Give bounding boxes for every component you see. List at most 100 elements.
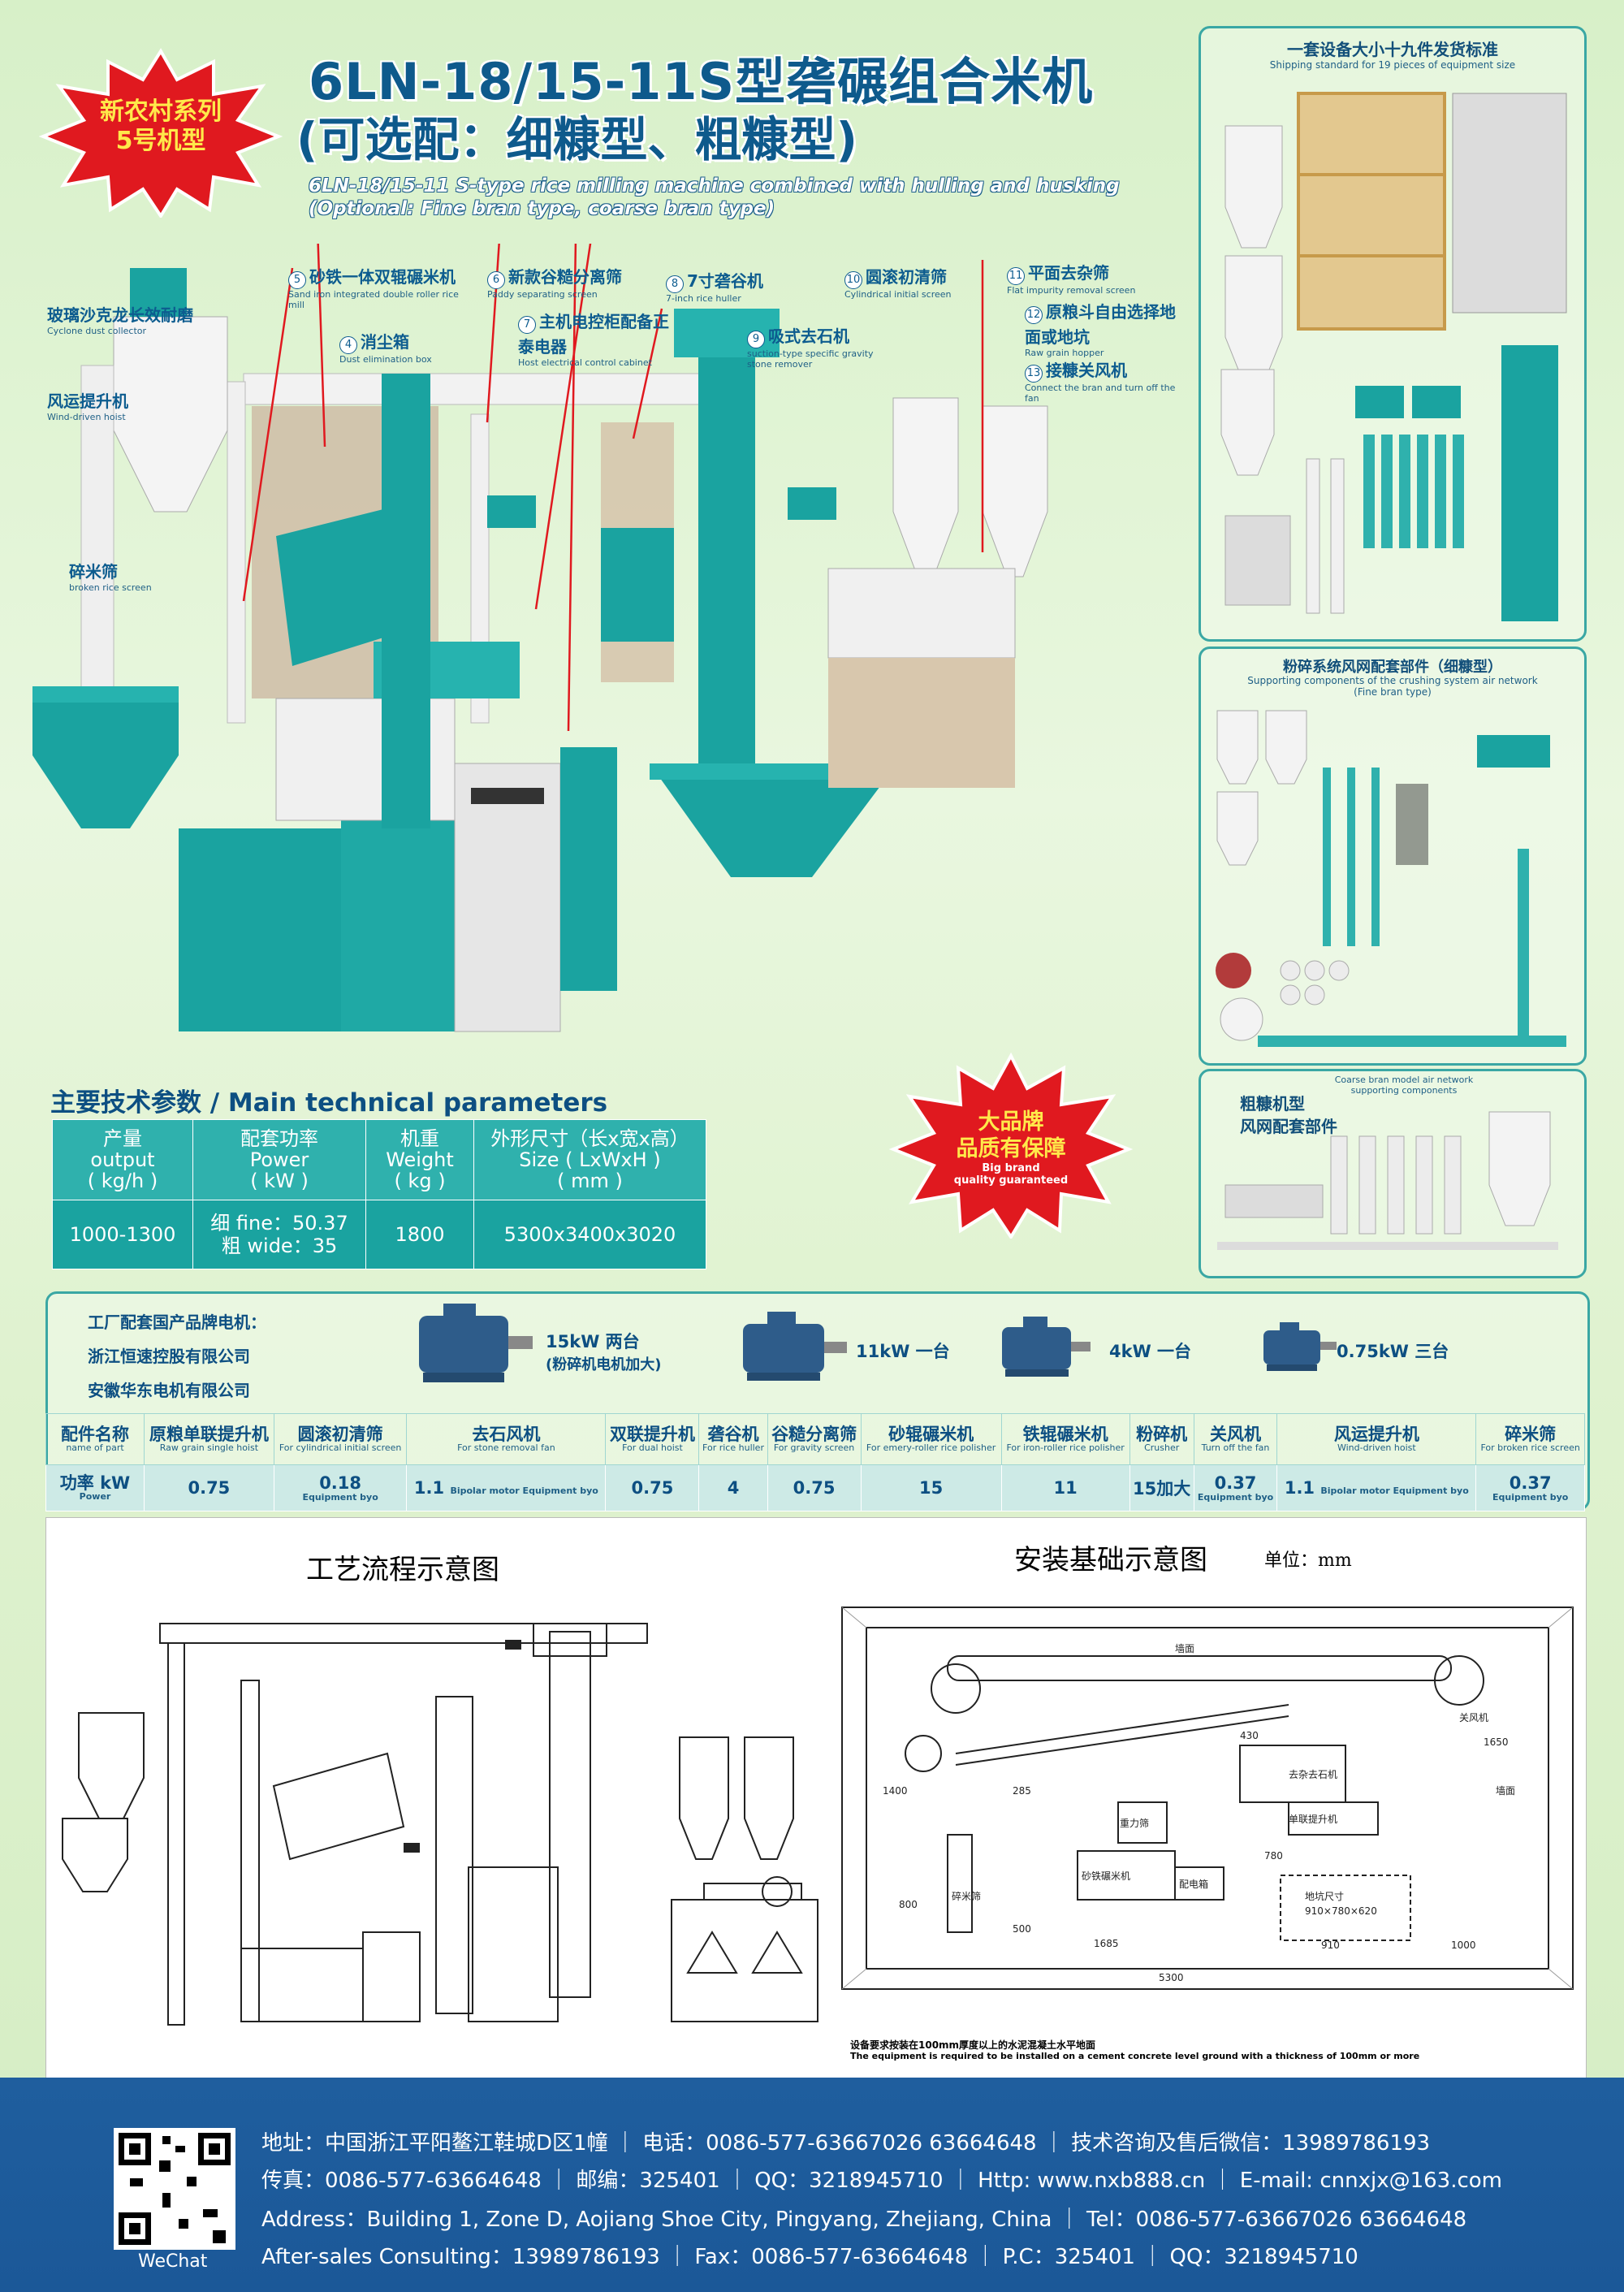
footer-line2: 传真：0086-577-63664648 ｜ 邮编：325401 ｜ QQ：32… [261, 2169, 1502, 2193]
param-header-size: 外形尺寸（长x宽x高）Size ( LxWxH )( mm ) [473, 1119, 706, 1200]
param-weight: 1800 [365, 1200, 474, 1269]
wechat-label: WeChat [138, 2251, 208, 2272]
footer [0, 2078, 1624, 2292]
dim-text: 1650 [1484, 1736, 1509, 1748]
crushing-subtitle: Supporting components of the crushing sy… [1247, 675, 1538, 686]
part-power: 0.75 [144, 1464, 274, 1511]
machine-illustration [32, 244, 1048, 1032]
part-power: 0.75 [767, 1464, 862, 1511]
footer-line3: Address：Building 1, Zone D, Aojiang Shoe… [261, 2208, 1467, 2232]
crushing-title: 粉碎系统风网配套部件（细糠型） [1283, 659, 1502, 676]
dim-text: 关风机 [1459, 1712, 1488, 1723]
dim-text: 800 [899, 1899, 918, 1910]
title-english: 6LN-18/15-11 S-type rice milling machine… [309, 175, 1120, 220]
crushing-parts-photo [1216, 710, 1566, 1047]
title-line1: 6LN-18/15-11S型砻碾组合米机 [309, 52, 1094, 111]
badge-line2: 5号机型 [115, 127, 206, 155]
brand-burst-shape [888, 1052, 1134, 1240]
dim-text: 墙面 [1496, 1785, 1515, 1797]
coarse-panel: 粗糠机型 风网配套部件 Coarse bran model air networ… [1199, 1069, 1587, 1278]
flow-diagram-title: 工艺流程示意图 [306, 1554, 499, 1586]
dim-text: 500 [1013, 1923, 1031, 1935]
label-broken-rice-screen: 碎米筛 broken rice screen [69, 562, 152, 593]
motor-075kw-label: 0.75kW 三台 [1337, 1342, 1449, 1361]
shipping-panel: 一套设备大小十九件发货标准 Shipping standard for 19 p… [1199, 26, 1587, 642]
motor-company-2: 安徽华东电机有限公司 [88, 1381, 250, 1400]
brand-en1: Big brand [982, 1162, 1040, 1174]
brand-badge: 大品牌 品质有保障 Big brand quality guaranteed [888, 1052, 1134, 1240]
shipping-title: 一套设备大小十九件发货标准 [1287, 40, 1498, 59]
brand-line2: 品质有保障 [956, 1136, 1066, 1161]
part-power: 15 [860, 1464, 1002, 1511]
dim-text: 910×780×620 [1305, 1905, 1377, 1917]
coarse-parts-photo [1217, 1111, 1558, 1250]
crushing-panel: 粉碎系统风网配套部件（细糠型） Supporting components of… [1199, 647, 1587, 1066]
dim-text: 1400 [883, 1785, 908, 1797]
foundation-note-en: The equipment is required to be installe… [850, 2051, 1420, 2061]
dim-text: 配电箱 [1179, 1878, 1208, 1890]
brand-line1: 大品牌 [978, 1109, 1044, 1135]
params-heading: 主要技术参数 / Main technical parameters [50, 1088, 608, 1118]
footer-line4: After-sales Consulting：13989786193 ｜ Fax… [261, 2245, 1358, 2269]
foundation-title: 安装基础示意图 [1014, 1544, 1207, 1576]
dim-text: 1685 [1094, 1938, 1119, 1949]
dim-text: 1000 [1451, 1940, 1476, 1951]
foundation-unit: 单位：mm [1264, 1550, 1352, 1571]
dim-text: 780 [1264, 1850, 1283, 1862]
part-power: 15加大 [1129, 1464, 1194, 1511]
part-power: 4 [698, 1464, 768, 1511]
motor-11kw-label: 11kW 一台 [856, 1342, 950, 1361]
part-power: 1.1 Bipolar motor Equipment byo [1276, 1464, 1477, 1511]
part-power: 1.1 Bipolar motor Equipment byo [406, 1464, 607, 1511]
motor-075kw-image [1263, 1322, 1337, 1371]
motors-title: 工厂配套国产品牌电机： [88, 1312, 266, 1332]
dim-text: 单联提升机 [1289, 1813, 1337, 1825]
shipping-parts-photo [1220, 92, 1567, 621]
param-size: 5300x3400x3020 [473, 1200, 706, 1269]
dim-text: 5300 [1159, 1972, 1184, 1983]
motor-15kw-label: 15kW 两台 (粉碎机电机加大) [546, 1332, 662, 1373]
dim-text: 去杂去石机 [1289, 1769, 1337, 1780]
param-output: 1000-1300 [52, 1200, 193, 1269]
brand-en2: quality guaranteed [953, 1174, 1069, 1187]
motor-company-1: 浙江恒速控股有限公司 [88, 1347, 250, 1366]
dim-text: 910 [1321, 1940, 1340, 1951]
foundation-note-zh: 设备要求按装在100mm厚度以上的水泥混凝土水平地面 [850, 2039, 1096, 2051]
badge-burst-shape [39, 48, 283, 218]
title-en-line1: 6LN-18/15-11 S-type rice milling machine… [309, 175, 1120, 197]
series-badge: 新农村系列 5号机型 [39, 47, 283, 218]
dim-text: 重力筛 [1120, 1817, 1149, 1829]
motor-15kw-image [419, 1304, 533, 1382]
drawings-area: 工艺流程示意图 安装基础示意图 单位：mm [45, 1517, 1587, 2079]
shipping-subtitle: Shipping standard for 19 pieces of equip… [1269, 59, 1516, 71]
motor-4kw-label: 4kW 一台 [1109, 1342, 1192, 1361]
part-power: 11 [1000, 1464, 1130, 1511]
dim-text: 地坑尺寸 [1305, 1890, 1344, 1902]
crushing-subtitle2: (Fine bran type) [1354, 686, 1432, 698]
